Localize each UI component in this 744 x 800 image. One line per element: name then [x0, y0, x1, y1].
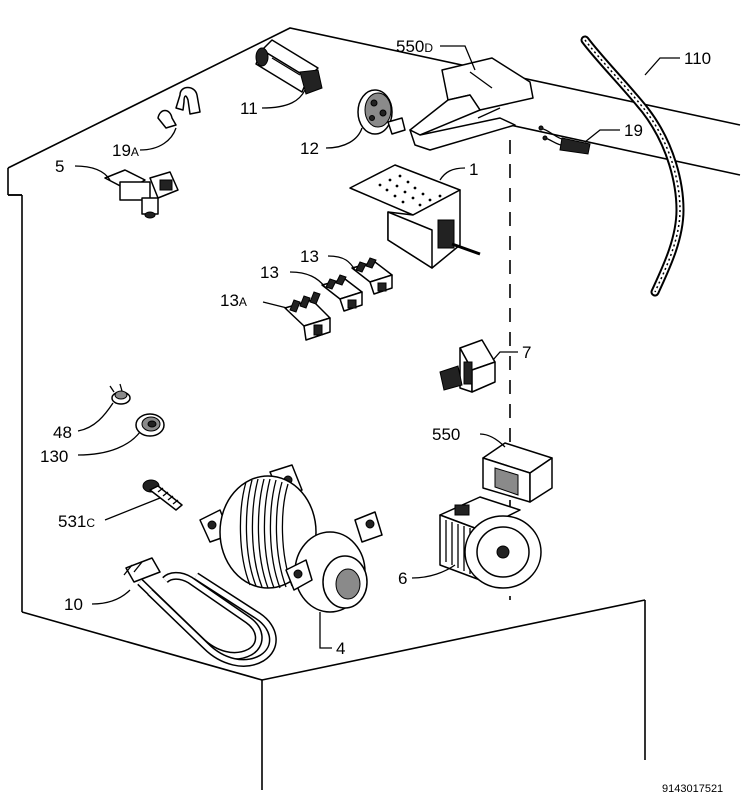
- label-130: 130: [40, 447, 68, 466]
- label-13a: 13A: [220, 291, 247, 310]
- label-10: 10: [64, 595, 83, 614]
- clamp-part-19a[interactable]: [157, 86, 201, 129]
- label-4: 4: [336, 639, 345, 658]
- motor-part-4[interactable]: [199, 464, 383, 613]
- label-531c: 531C: [58, 512, 95, 531]
- callout-labels: 550D 110 11 19A 12 19 5 1 13 13 13A 7 48…: [40, 37, 723, 795]
- label-550d: 550D: [396, 37, 433, 56]
- cover-part-550[interactable]: [482, 442, 553, 503]
- grommet-part-130[interactable]: [135, 413, 165, 437]
- label-19: 19: [624, 121, 643, 140]
- label-5: 5: [55, 157, 64, 176]
- hose-part-110[interactable]: [580, 35, 685, 297]
- label-12: 12: [300, 139, 319, 158]
- label-550: 550: [432, 425, 460, 444]
- screw-part-531c[interactable]: [142, 479, 183, 511]
- label-6: 6: [398, 569, 407, 588]
- drain-pump-part-6[interactable]: [439, 496, 542, 589]
- heater-part-10[interactable]: [123, 557, 277, 667]
- diagram-code: 9143017521: [662, 783, 723, 795]
- label-19a: 19A: [112, 141, 139, 160]
- leader-lines: [74, 45, 680, 649]
- cabinet-outline: [7, 27, 741, 790]
- connector-part-13a[interactable]: [284, 291, 331, 341]
- door-interlock-part-7[interactable]: [439, 339, 496, 393]
- connector-part-13-top[interactable]: [351, 257, 393, 295]
- label-7: 7: [522, 343, 531, 362]
- label-13-top: 13: [300, 247, 319, 266]
- sensor-part-19[interactable]: [538, 125, 591, 155]
- valve-part-5[interactable]: [104, 169, 179, 219]
- lamp-part-48[interactable]: [109, 383, 131, 405]
- bracket-part-550d[interactable]: [409, 57, 534, 151]
- label-1: 1: [469, 160, 478, 179]
- label-13-mid: 13: [260, 263, 279, 282]
- label-110: 110: [684, 49, 711, 68]
- connector-part-13-mid[interactable]: [321, 274, 363, 312]
- label-48: 48: [53, 423, 72, 442]
- programme-selector-part-1[interactable]: [349, 164, 481, 269]
- pressure-switch-part-12[interactable]: [357, 89, 406, 135]
- filter-part-11[interactable]: [255, 39, 323, 95]
- label-11: 11: [240, 99, 258, 118]
